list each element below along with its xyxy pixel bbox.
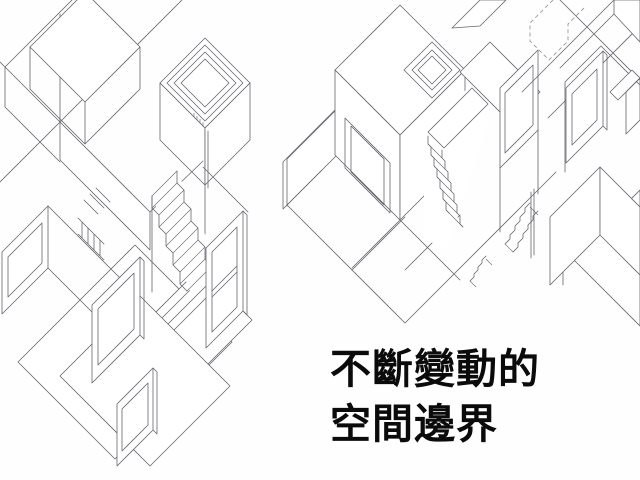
tower xyxy=(149,37,251,245)
mini-stairs xyxy=(469,202,539,288)
door-frame-tall xyxy=(205,210,248,349)
window-frame-mid xyxy=(91,256,145,384)
caption-line-2: 空間邊界 xyxy=(330,401,498,447)
ribbed-wall xyxy=(59,121,151,251)
staircase-left xyxy=(151,170,217,296)
dashed-hidden-outline xyxy=(529,0,585,61)
skylight-frame xyxy=(403,41,461,99)
caption-line-1: 不斷變動的 xyxy=(330,346,540,392)
lower-cubes xyxy=(549,166,640,286)
wall-window-frame xyxy=(344,117,391,214)
caption: 不斷變動的 空間邊界 xyxy=(330,342,630,452)
portal-frame xyxy=(499,49,539,233)
right-drawing xyxy=(282,0,640,327)
left-drawing xyxy=(0,0,253,467)
right-cube xyxy=(564,45,640,173)
open-box xyxy=(0,0,183,183)
ladder-detail xyxy=(77,187,111,261)
staircase-right xyxy=(424,86,492,248)
window-frame-bottom xyxy=(116,367,158,467)
